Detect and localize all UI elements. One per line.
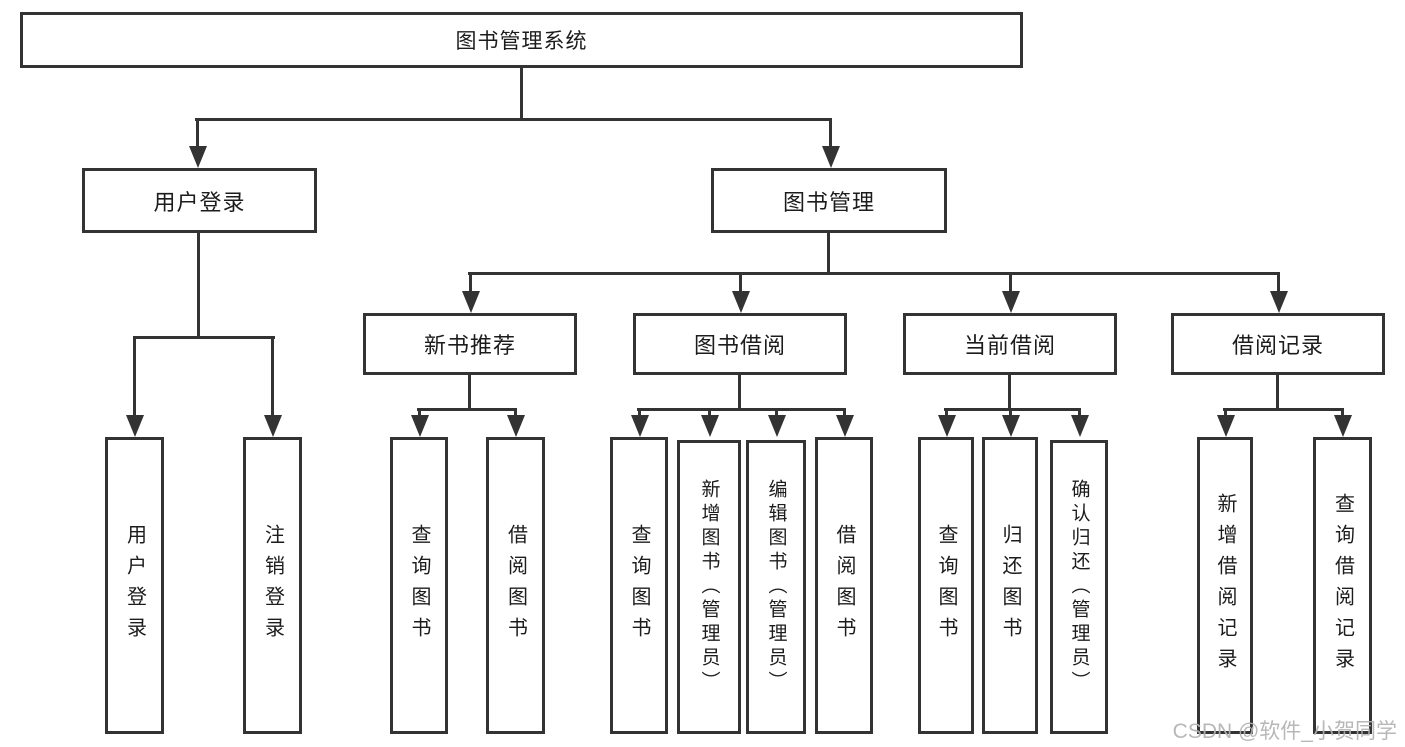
leaf-logout-login: 注销登录 (243, 437, 302, 734)
arrow-into-borrow-record (1269, 272, 1288, 313)
arrow-into-leaf-add-book-admin (700, 408, 719, 437)
connector-new-book-recommend-bar (417, 408, 517, 411)
leaf-query-borrow-record: 查询借阅记录 (1313, 437, 1372, 734)
leaf-confirm-return-admin: 确认归还（管理员） (1050, 440, 1108, 734)
connector-user-login-bar (133, 336, 275, 339)
node-book-borrow-label: 图书借阅 (693, 333, 786, 358)
arrow-into-leaf-return-book (1001, 408, 1020, 437)
arrow-into-leaf-edit-book-admin (767, 408, 786, 437)
arrow-into-leaf-logout-login (263, 336, 282, 437)
leaf-confirm-return-admin-label: 确认归还（管理员） (1068, 479, 1090, 695)
leaf-borrow-book-rec: 借阅图书 (486, 437, 545, 734)
arrow-into-leaf-borrow-book-borrow (835, 408, 854, 437)
leaf-query-book-rec-label: 查询图书 (408, 523, 430, 648)
connector-root-stem (520, 66, 523, 121)
leaf-query-book-current: 查询图书 (918, 437, 974, 734)
node-current-borrow-label: 当前借阅 (963, 333, 1056, 358)
arrow-into-new-book-recommend (461, 272, 480, 313)
connector-borrow-record-bar (1223, 408, 1344, 411)
leaf-borrow-book-rec-label: 借阅图书 (504, 523, 527, 648)
leaf-add-book-admin-label: 新增图书（管理员） (698, 479, 720, 695)
node-new-book-recommend: 新书推荐 (363, 313, 577, 375)
connector-root-bar (195, 118, 832, 121)
connector-book-borrow-stem (738, 373, 741, 411)
connector-book-borrow-bar (637, 408, 846, 411)
node-borrow-record-label: 借阅记录 (1231, 333, 1324, 358)
connector-new-book-recommend-stem (468, 373, 471, 411)
node-root-label: 图书管理系统 (455, 30, 588, 53)
node-user-login-label: 用户登录 (153, 189, 246, 215)
arrow-into-leaf-query-borrow-record (1333, 408, 1352, 437)
leaf-edit-book-admin: 编辑图书（管理员） (746, 440, 806, 734)
node-book-management-label: 图书管理 (782, 189, 875, 215)
csdn-watermark: CSDN @软件_小贺同学 (1172, 720, 1397, 743)
leaf-logout-login-label: 注销登录 (261, 523, 284, 648)
connector-borrow-record-stem (1276, 373, 1279, 411)
leaf-add-borrow-record-label: 新增借阅记录 (1214, 492, 1236, 679)
leaf-query-borrow-record-label: 查询借阅记录 (1331, 492, 1354, 679)
leaf-return-book-label: 归还图书 (999, 523, 1021, 648)
arrow-into-book-management (821, 118, 840, 168)
node-root: 图书管理系统 (20, 12, 1023, 68)
arrow-into-current-borrow (1001, 272, 1020, 313)
leaf-add-borrow-record: 新增借阅记录 (1197, 437, 1253, 734)
arrow-into-book-borrow (731, 272, 750, 313)
node-book-management: 图书管理 (711, 168, 947, 233)
arrow-into-leaf-add-borrow-record (1216, 408, 1235, 437)
arrow-into-leaf-query-book-rec (410, 408, 429, 437)
connector-book-management-bar (468, 272, 1280, 275)
leaf-query-book-rec: 查询图书 (390, 437, 448, 734)
node-user-login: 用户登录 (82, 168, 317, 233)
connector-user-login-stem (197, 231, 200, 339)
leaf-add-book-admin: 新增图书（管理员） (677, 440, 741, 734)
arrow-into-leaf-borrow-book-rec (506, 408, 525, 437)
node-current-borrow: 当前借阅 (903, 313, 1117, 375)
leaf-user-login-label: 用户登录 (123, 523, 146, 648)
connector-current-borrow-stem (1008, 373, 1011, 411)
leaf-query-book-borrow-label: 查询图书 (628, 523, 650, 648)
leaf-query-book-current-label: 查询图书 (935, 523, 957, 648)
leaf-query-book-borrow: 查询图书 (610, 437, 668, 734)
arrow-into-leaf-query-book-current (937, 408, 956, 437)
leaf-user-login: 用户登录 (105, 437, 164, 734)
arrow-into-leaf-confirm-return-admin (1070, 408, 1089, 437)
node-borrow-record: 借阅记录 (1171, 313, 1385, 375)
arrow-into-user-login (188, 118, 207, 168)
leaf-borrow-book-borrow-label: 借阅图书 (833, 523, 855, 648)
node-book-borrow: 图书借阅 (633, 313, 847, 375)
node-new-book-recommend-label: 新书推荐 (423, 333, 516, 358)
leaf-return-book: 归还图书 (982, 437, 1038, 734)
arrow-into-leaf-user-login (125, 336, 144, 437)
leaf-borrow-book-borrow: 借阅图书 (815, 437, 873, 734)
leaf-edit-book-admin-label: 编辑图书（管理员） (765, 479, 787, 695)
connector-current-borrow-bar (944, 408, 1080, 411)
arrow-into-leaf-query-book-borrow (630, 408, 649, 437)
connector-book-management-stem (827, 231, 830, 275)
